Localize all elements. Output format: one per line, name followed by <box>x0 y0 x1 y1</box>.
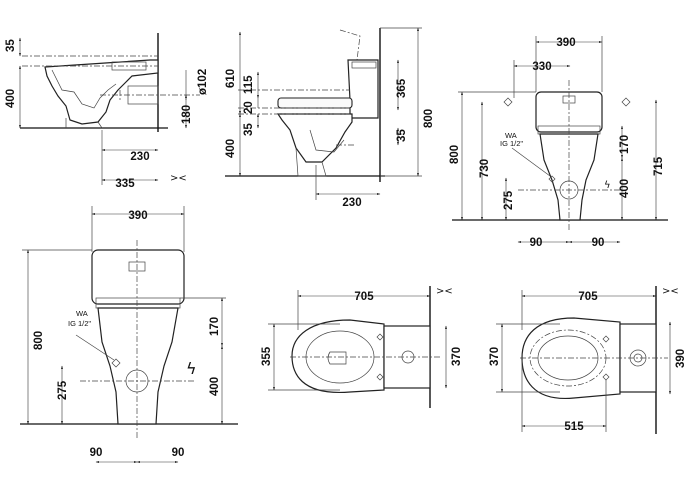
dim-230: 230 <box>342 197 361 209</box>
ig-label: IG 1/2" <box>68 319 91 328</box>
fixing-point <box>621 97 631 107</box>
trap-line <box>309 129 345 153</box>
dim-715: 715 <box>653 156 665 176</box>
fixing-points <box>376 333 384 381</box>
wa-leader <box>511 147 551 177</box>
dim-400: 400 <box>5 89 17 108</box>
dim-355: 355 <box>261 346 273 366</box>
dim-800: 800 <box>449 145 461 164</box>
foot-lines <box>65 118 103 129</box>
wall-symbol-icon: >< <box>436 286 453 297</box>
dim-115: 115 <box>243 75 255 94</box>
cistern-lid <box>351 61 377 69</box>
dim-730: 730 <box>479 159 491 178</box>
dim-400: 400 <box>619 179 631 198</box>
view-front-small: WA IG 1/2" 390 330 800 730 275 170 400 7… <box>449 36 668 249</box>
dim-335: 335 <box>115 178 135 190</box>
dim-35: 35 <box>5 39 17 52</box>
dim-90b: 90 <box>592 237 605 249</box>
view-top-b: 705 >< 370 390 515 <box>489 286 687 434</box>
bowl-outline <box>276 113 353 163</box>
dim-800: 800 <box>33 331 45 350</box>
dim-705: 705 <box>354 291 374 303</box>
wa-label: WA <box>505 131 517 140</box>
dim-390: 390 <box>675 349 687 368</box>
cistern <box>347 59 379 119</box>
dim-20: 20 <box>243 101 255 114</box>
dim-330: 330 <box>532 61 551 73</box>
dim-180: 180 <box>181 105 193 124</box>
dim-275: 275 <box>503 190 515 210</box>
wa-label: WA <box>76 309 88 318</box>
water-inlet-point <box>111 358 121 368</box>
cistern <box>91 249 185 305</box>
view-side-section: 35 400 ø102 180 230 335 >< <box>5 33 209 190</box>
bowl-front <box>97 307 179 425</box>
view-side-seat: 610 115 20 35 400 365 35 800 230 <box>225 27 435 209</box>
water-inlet-point <box>548 175 556 183</box>
ig-label: IG 1/2" <box>500 139 523 148</box>
dim-275: 275 <box>57 380 69 400</box>
dim-800: 800 <box>423 109 435 128</box>
wall-symbol-icon: >< <box>662 286 679 297</box>
dim-705: 705 <box>578 291 598 303</box>
dim-390: 390 <box>128 210 147 222</box>
dim-90a: 90 <box>90 447 103 459</box>
fixing-point <box>503 97 513 107</box>
dim-90b: 90 <box>172 447 185 459</box>
dim-230: 230 <box>130 151 149 163</box>
electric-bolt-icon: ϟ <box>186 359 197 378</box>
dim-515: 515 <box>564 421 584 433</box>
drain <box>327 351 347 365</box>
dim-610: 610 <box>225 69 237 88</box>
view-front-large: WA IG 1/2" 390 800 275 170 400 ϟ 90 90 <box>20 206 238 464</box>
dim-400: 400 <box>209 377 221 396</box>
dim-370: 370 <box>489 347 501 366</box>
bowl-section-outline <box>44 59 159 125</box>
wa-leader <box>75 334 115 361</box>
dim-90a: 90 <box>530 237 543 249</box>
dim-370: 370 <box>451 347 463 366</box>
dim-170: 170 <box>209 317 221 336</box>
pedestal <box>295 147 327 177</box>
dim-365: 365 <box>396 78 408 98</box>
dim-35b: 35 <box>396 129 408 142</box>
dim-400: 400 <box>225 139 237 158</box>
trap-line <box>51 69 117 109</box>
dim-170: 170 <box>619 135 631 154</box>
seat <box>277 97 353 109</box>
view-top-a: 705 >< 355 370 <box>261 286 463 408</box>
dim-35: 35 <box>243 123 255 136</box>
dim-102: ø102 <box>197 69 209 95</box>
wall-symbol-icon: >< <box>170 173 187 184</box>
electric-bolt-icon: ϟ <box>604 180 611 191</box>
dim-390: 390 <box>556 37 575 49</box>
